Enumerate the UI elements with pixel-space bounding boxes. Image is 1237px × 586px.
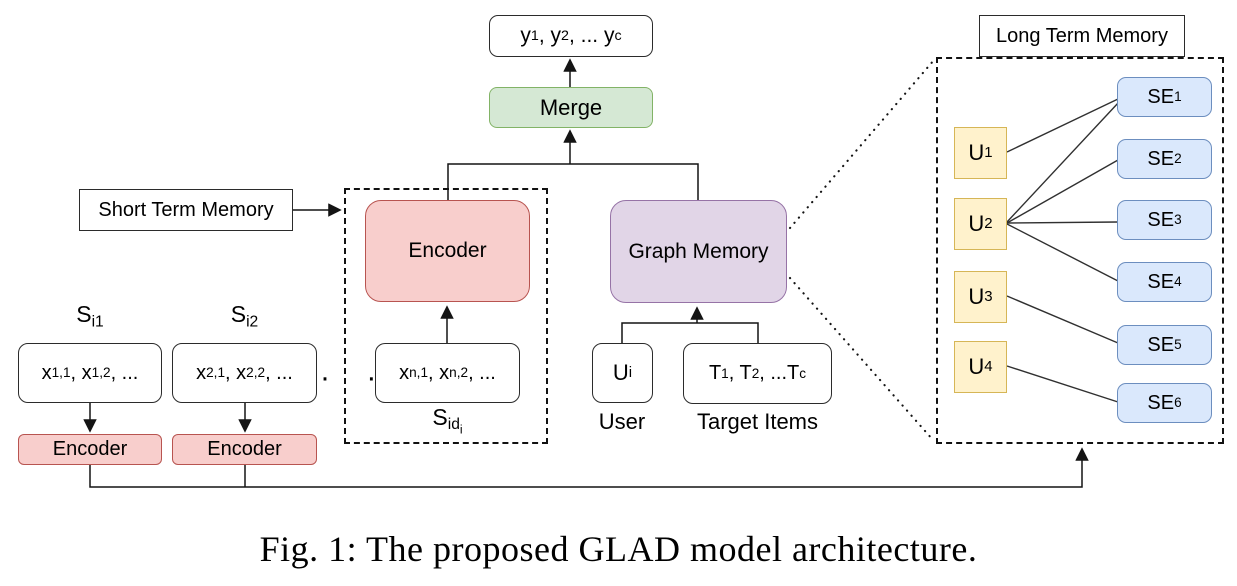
edge-u2-se2: [1006, 159, 1119, 224]
stm-dashed-region: [344, 188, 548, 444]
graph-memory-box: Graph Memory: [610, 200, 787, 303]
edge-u4-se6: [1006, 365, 1119, 403]
edge-u2-se4: [1006, 223, 1119, 282]
dotted-expand-top: [788, 58, 936, 230]
figure-caption: Fig. 1: The proposed GLAD model architec…: [259, 529, 978, 569]
ltm-dashed-region: [936, 57, 1224, 444]
session-1-encoder-box: Encoder: [18, 434, 162, 465]
branch-encoder-graph: [447, 163, 699, 200]
connector-encoders-to-ltm: [89, 447, 1089, 488]
session-ellipsis-dots: · ·: [320, 361, 391, 394]
session-2-title: Si2: [230, 301, 259, 331]
session-1-title: Si1: [76, 301, 104, 331]
dotted-expand-bottom: [788, 276, 935, 442]
edge-u2-se3: [1006, 221, 1119, 224]
merge-box: Merge: [489, 87, 653, 128]
current-session-title: Sidi: [432, 404, 463, 437]
short-term-memory-label: Short Term Memory: [79, 189, 293, 231]
edge-u2-se1: [1006, 101, 1120, 223]
long-term-memory-label: Long Term Memory: [979, 15, 1185, 57]
branch-user-target: [621, 322, 759, 343]
target-items-caption: Target Items: [696, 409, 819, 434]
session-2-encoder-box: Encoder: [172, 434, 317, 465]
edge-u1-se1: [1006, 98, 1119, 153]
user-caption: User: [598, 409, 646, 434]
stm-encoder-box: Encoder: [365, 200, 530, 302]
edge-u3-se5: [1006, 295, 1119, 344]
